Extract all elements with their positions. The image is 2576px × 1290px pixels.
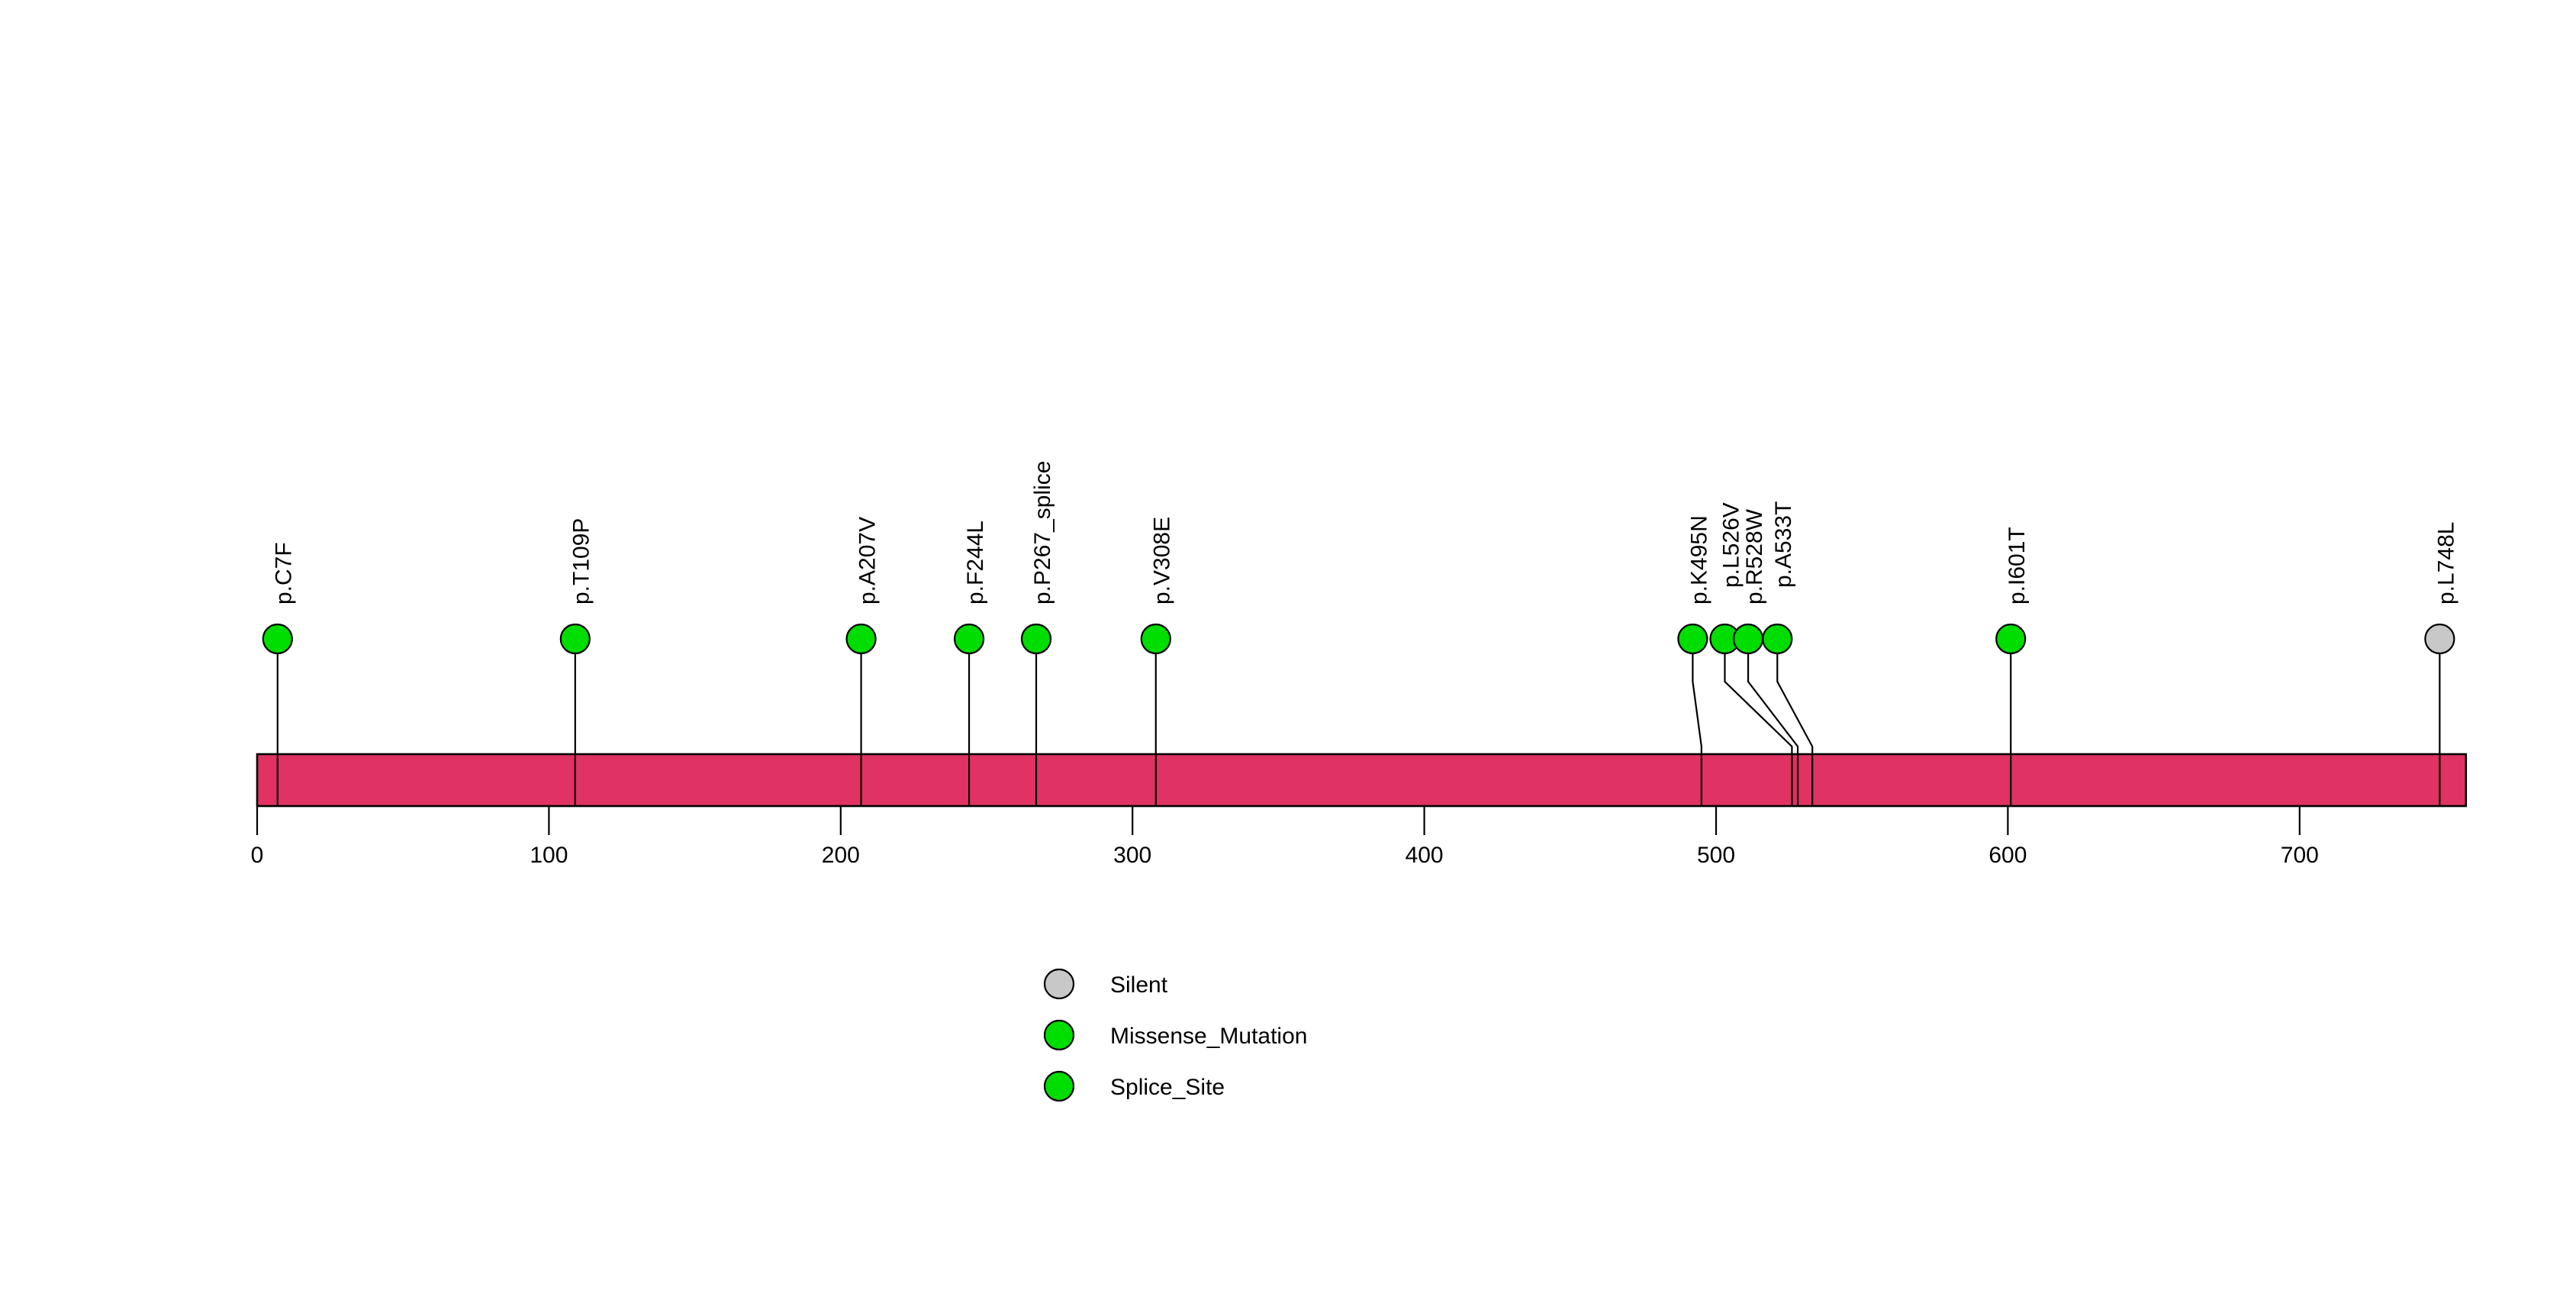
- lollipop-marker-splice_site[interactable]: [1020, 623, 1052, 655]
- legend-swatch-icon: [1043, 1019, 1075, 1051]
- legend-swatch-icon: [1043, 1070, 1075, 1102]
- lollipop-marker-missense_mutation[interactable]: [1140, 623, 1171, 655]
- mutation-label: p.T109P: [569, 518, 594, 605]
- axis-tick-label: 0: [251, 843, 264, 868]
- axis-tick-label: 100: [530, 843, 568, 868]
- mutation-label: p.C7F: [272, 542, 297, 605]
- mutation-label: p.L526V: [1718, 502, 1744, 588]
- lollipop-marker-missense_mutation[interactable]: [1677, 623, 1708, 655]
- lollipop-marker-missense_mutation[interactable]: [262, 623, 293, 655]
- axis-tick-label: 600: [1988, 843, 2027, 868]
- axis-tick-label: 200: [822, 843, 860, 868]
- mutation-label: p.F244L: [963, 521, 988, 605]
- mutation-label: p.A533T: [1771, 501, 1796, 588]
- mutation-labels: p.C7F p.T109P p.A207V p.F244L p.P267_splice p…: [272, 461, 2459, 605]
- mutation-label: p.R528W: [1742, 508, 1767, 605]
- lollipop-marker-missense_mutation[interactable]: [559, 623, 591, 655]
- mutation-label: p.K495N: [1686, 515, 1711, 605]
- axis-tick-label: 300: [1113, 843, 1151, 868]
- mutation-label: p.V308E: [1150, 517, 1175, 605]
- legend-item[interactable]: Silent: [1043, 968, 1168, 1000]
- mutation-label: p.P267_splice: [1030, 461, 1055, 605]
- legend-item[interactable]: Splice_Site: [1043, 1070, 1225, 1102]
- x-axis: 0 100 200 300 400 500 600 700: [251, 807, 2319, 868]
- lollipop-marker-silent[interactable]: [2424, 623, 2455, 655]
- lollipop-stem: [1692, 639, 1702, 806]
- lollipop-stem: [1776, 639, 1814, 806]
- lollipop-stem: [1747, 639, 1799, 806]
- lollipop-stem: [1724, 639, 1793, 806]
- axis-tick-label: 500: [1697, 843, 1735, 868]
- protein-domain-bar: [256, 753, 2468, 808]
- legend-label: Silent: [1110, 972, 1168, 998]
- legend-swatch-icon: [1043, 968, 1075, 1000]
- mutation-label: p.L748L: [2433, 522, 2458, 605]
- axis-tick-label: 700: [2281, 843, 2319, 868]
- lollipop-marker-missense_mutation[interactable]: [1762, 623, 1793, 655]
- lollipop-marker-missense_mutation[interactable]: [1732, 623, 1764, 655]
- axis-tick-label: 400: [1406, 843, 1444, 868]
- mutation-label: p.I601T: [2004, 527, 2030, 605]
- mutation-label: p.A207V: [855, 517, 880, 605]
- lollipop-stems: [276, 639, 2441, 806]
- legend-label: Missense_Mutation: [1110, 1024, 1307, 1049]
- legend-label: Splice_Site: [1110, 1075, 1225, 1100]
- lollipop-marker-missense_mutation[interactable]: [1995, 623, 2027, 655]
- lollipop-marker-missense_mutation[interactable]: [953, 623, 985, 655]
- lollipop-marker-missense_mutation[interactable]: [845, 623, 877, 655]
- legend-item[interactable]: Missense_Mutation: [1043, 1019, 1307, 1051]
- protein-bar-rect: [256, 753, 2468, 808]
- lollipop-markers: [262, 623, 2455, 655]
